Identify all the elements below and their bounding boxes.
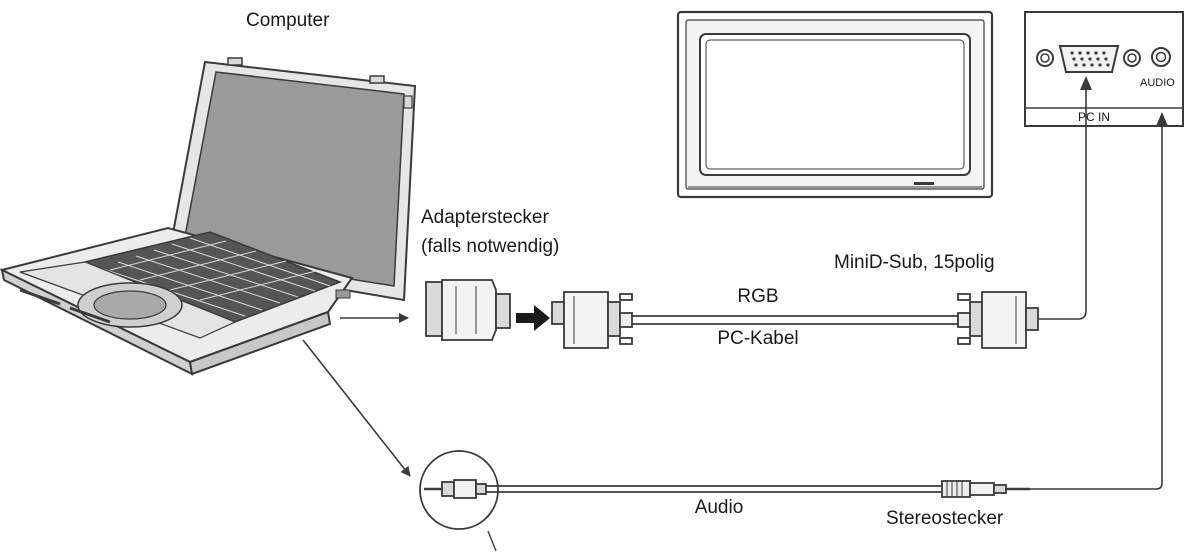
- adapter-plug-illustration: [425, 279, 511, 341]
- label-minidsub: MiniD-Sub, 15polig: [834, 252, 995, 273]
- label-panel-pc-in: PC IN: [1078, 110, 1111, 124]
- thick-arrow-adapter-to-cable: [516, 305, 550, 331]
- vga-cable-illustration: [551, 291, 1039, 349]
- label-stereo-plug: Stereostecker: [886, 508, 1004, 529]
- arrow-into-audio: [1156, 112, 1168, 126]
- laptop-illustration: [0, 57, 417, 376]
- arrow-laptop-to-audio: [302, 339, 411, 477]
- label-pc-cable: PC-Kabel: [717, 328, 799, 349]
- label-audio: Audio: [694, 497, 744, 518]
- label-panel-audio: AUDIO: [1140, 77, 1175, 89]
- label-rgb: RGB: [737, 286, 779, 307]
- connection-lines: [1030, 80, 1163, 490]
- arrow-into-pc-in: [1080, 76, 1092, 90]
- label-computer: Computer: [246, 10, 330, 31]
- label-adapter-line1: Adapterstecker: [421, 207, 549, 228]
- label-adapter-line2: (falls notwendig): [421, 236, 560, 257]
- pc-in-panel: [1024, 11, 1184, 127]
- display-illustration: [676, 10, 994, 199]
- audio-cable-illustration: [419, 450, 1030, 530]
- magnifier-pointer: [487, 530, 497, 552]
